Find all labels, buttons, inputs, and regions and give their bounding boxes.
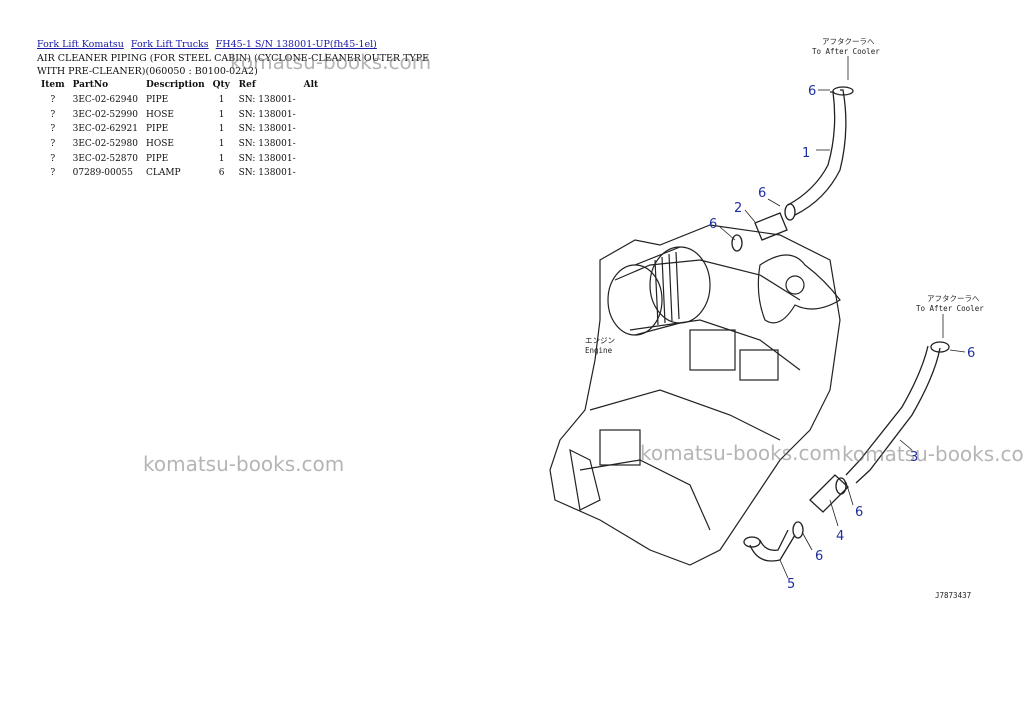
note-top-english: To After Cooler [812,47,880,56]
engine-label-english: Engine [585,346,613,355]
page-title: AIR CLEANER PIPING (FOR STEEL CABIN) (CY… [37,53,430,77]
drawing-code: J7873437 [935,591,971,600]
cell-partno: 3EC-02-52870 [72,153,138,164]
callout-3: 3 [910,450,918,465]
cell-qty: 1 [218,139,225,150]
cell-alt [300,151,323,166]
cell-description: HOSE [145,139,174,150]
cell-item: ? [50,139,56,150]
cell-description: PIPE [145,95,169,106]
column-header-ref: Ref [238,80,256,90]
cell-alt [300,93,323,108]
cell-partno: 3EC-02-62940 [72,95,138,106]
note-top-japanese: アフタクーラへ [822,37,875,46]
cell-alt [300,137,323,152]
cell-qty: 1 [218,109,225,120]
cell-alt [300,166,323,181]
table-row: ? 3EC-02-62921 PIPE 1 SN: 138001- [37,122,322,137]
watermark: komatsu-books.com [230,50,432,74]
column-header-qty: Qty [212,80,230,90]
callout-4: 4 [836,529,844,544]
callout-5: 5 [787,577,795,592]
piping-parts [731,86,950,562]
cell-qty: 1 [218,153,225,164]
cell-qty: 1 [218,124,225,135]
cell-alt [300,122,323,137]
engine-label-japanese: エンジン [585,336,615,345]
note-right-japanese: アフタクーラへ [927,294,980,303]
engine-drawing [549,224,841,566]
watermark: komatsu-books.com [143,452,345,476]
column-header-item: Item [41,80,65,90]
table-row: ? 3EC-02-62940 PIPE 1 SN: 138001- [37,93,322,108]
cell-item: ? [50,168,56,179]
watermark: komatsu-books.com [640,441,842,465]
cell-item: ? [50,109,56,120]
cell-item: ? [50,153,56,164]
callout-6-upper: 6 [758,186,766,201]
callout-6-right: 6 [967,346,975,361]
breadcrumb-link-fork-lift-komatsu[interactable]: Fork Lift Komatsu [37,39,124,50]
cell-qty: 6 [218,168,225,179]
column-header-description: Description [145,80,205,90]
callout-1: 1 [802,146,810,161]
cell-description: PIPE [145,124,169,135]
table-row: ? 3EC-02-52990 HOSE 1 SN: 138001- [37,108,322,123]
callout-6-top: 6 [808,84,816,99]
cell-item: ? [50,124,56,135]
watermark: komatsu-books.com [842,442,1024,466]
column-header-partno: PartNo [72,80,109,90]
cell-description: CLAMP [145,168,181,179]
parts-diagram: 6 1 6 2 6 3 6 4 6 5 6 アフタクーラへ To After C… [549,37,984,600]
breadcrumb-link-model[interactable]: FH45-1 S/N 138001-UP(fh45-1el) [215,39,377,50]
cell-ref: SN: 138001- [238,95,296,106]
parts-table: Item PartNo Description Qty Ref Alt ? 3E… [37,79,322,181]
cell-item: ? [50,95,56,106]
table-row: ? 07289-00055 CLAMP 6 SN: 138001- [37,166,322,181]
cell-alt [300,108,323,123]
breadcrumb: Fork Lift Komatsu Fork Lift Trucks FH45-… [37,39,381,50]
cell-partno: 07289-00055 [72,168,133,179]
table-row: ? 3EC-02-52870 PIPE 1 SN: 138001- [37,151,322,166]
cell-description: HOSE [145,109,174,120]
cell-description: PIPE [145,153,169,164]
cell-ref: SN: 138001- [238,124,296,135]
breadcrumb-link-fork-lift-trucks[interactable]: Fork Lift Trucks [130,39,209,50]
callout-6-left: 6 [709,217,717,232]
cell-ref: SN: 138001- [238,153,296,164]
table-row: ? 3EC-02-52980 HOSE 1 SN: 138001- [37,137,322,152]
cell-ref: SN: 138001- [238,139,296,150]
callout-2: 2 [734,201,742,216]
note-right-english: To After Cooler [916,304,984,313]
cell-partno: 3EC-02-62921 [72,124,138,135]
callout-6-lower: 6 [815,549,823,564]
cell-partno: 3EC-02-52990 [72,109,138,120]
cell-qty: 1 [218,95,225,106]
cell-ref: SN: 138001- [238,168,296,179]
cell-ref: SN: 138001- [238,109,296,120]
column-header-alt: Alt [303,80,319,90]
table-header-row: Item PartNo Description Qty Ref Alt [37,79,322,93]
cell-partno: 3EC-02-52980 [72,139,138,150]
callout-6-mid: 6 [855,505,863,520]
leader-lines [719,56,966,579]
